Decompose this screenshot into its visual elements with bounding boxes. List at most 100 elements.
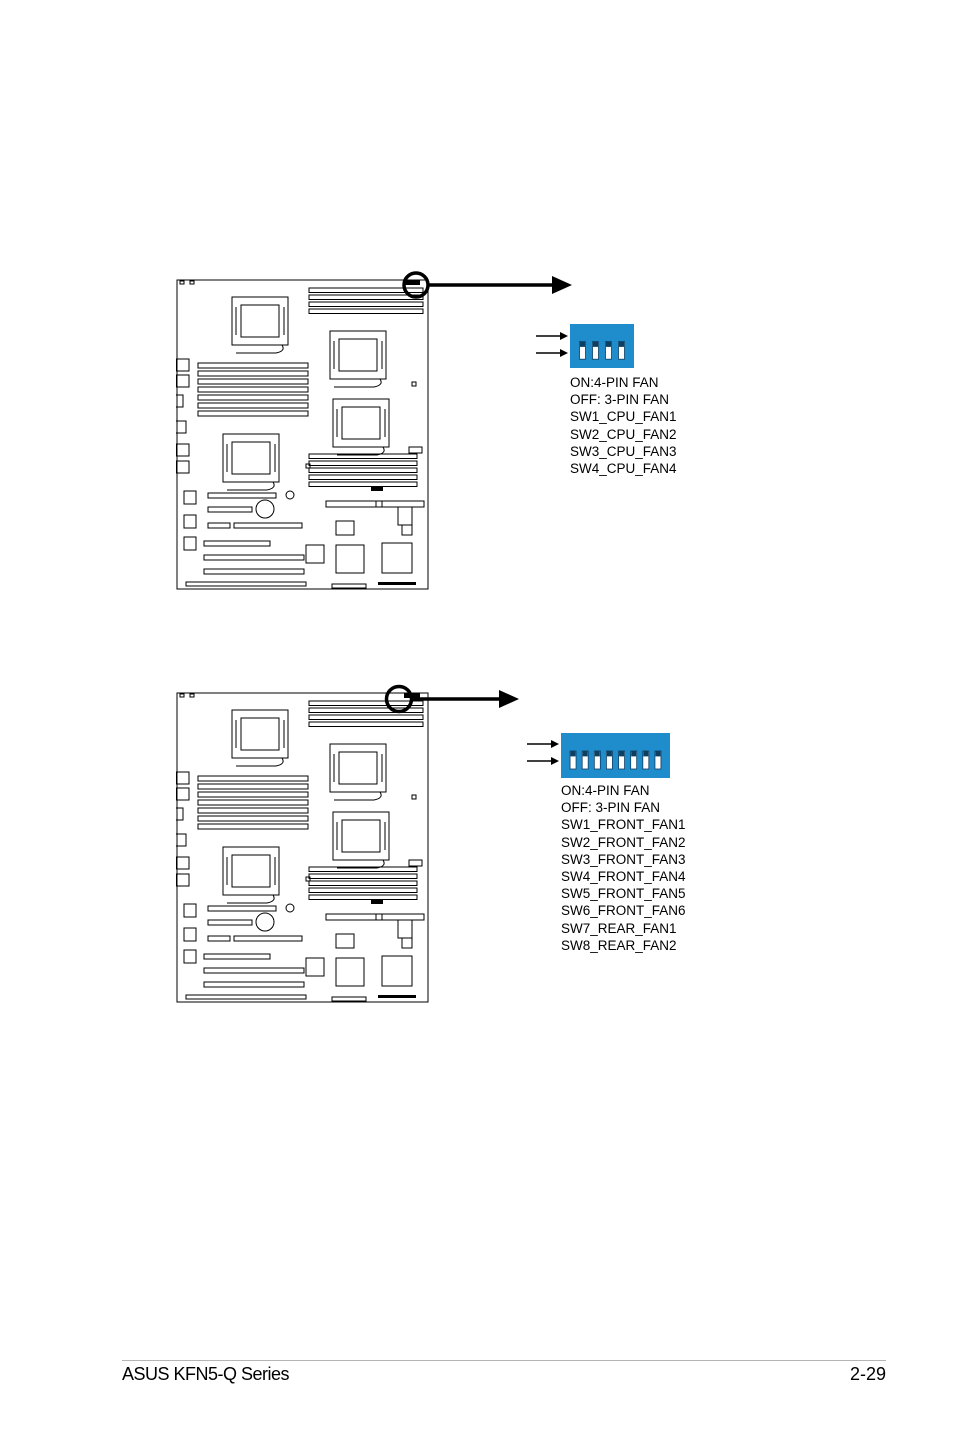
board-mark: [332, 997, 366, 1001]
board-mark: [409, 860, 422, 866]
footer-page-number: 2-29: [850, 1364, 886, 1385]
callout-arrow-2: [382, 682, 527, 718]
cpu-socket: [330, 331, 386, 379]
dip-switch-knob: [583, 751, 588, 756]
cpu-socket-inner: [339, 752, 377, 784]
chipset: [382, 543, 412, 573]
sata-connector: [376, 501, 424, 507]
board-chip: [184, 537, 196, 550]
socket-lever: [227, 895, 274, 903]
front-panel-header: [378, 995, 416, 998]
board-mark: [286, 904, 294, 912]
motherboard-layout-diagram-1: [176, 279, 430, 591]
board-mark: [190, 694, 194, 697]
dip-switch-knob: [631, 751, 636, 756]
board-mark: [409, 447, 422, 453]
cpu-socket: [330, 744, 386, 792]
switch-legend-1: ON:4-PIN FAN OFF: 3-PIN FAN SW1_CPU_FAN1…: [570, 374, 677, 477]
board-mark: [398, 920, 412, 948]
board-mark: [412, 795, 416, 799]
dip-switch-knob: [571, 751, 576, 756]
dip-switch-4pos: [570, 324, 634, 368]
legend-sw4: SW4_CPU_FAN4: [570, 460, 677, 477]
expansion-slot: [208, 523, 230, 528]
chipset: [306, 958, 324, 976]
socket-lever: [337, 409, 385, 437]
ide-connector: [326, 501, 382, 507]
board-chip: [184, 950, 196, 963]
dimm-slot: [198, 403, 308, 408]
footer-divider: [122, 1360, 886, 1361]
socket-lever: [227, 444, 275, 472]
io-port: [176, 444, 189, 456]
dimm-slot: [309, 881, 417, 886]
cpu-socket: [232, 297, 288, 345]
cpu-socket-inner: [232, 855, 270, 887]
dimm-slot: [198, 371, 308, 376]
legend-sw6: SW6_FRONT_FAN6: [561, 902, 686, 919]
dimm-slot: [198, 776, 308, 781]
chipset: [336, 521, 354, 535]
chipset: [382, 956, 412, 986]
expansion-slot: [208, 493, 276, 498]
board-mark: [286, 491, 294, 499]
dimm-slot: [198, 784, 308, 789]
dimm-slot: [198, 824, 308, 829]
on-off-pointer-arrows-1: [534, 328, 570, 362]
legend-sw3: SW3_CPU_FAN3: [570, 443, 677, 460]
dip-switch-knob: [580, 342, 585, 347]
dimm-slot: [309, 895, 417, 900]
expansion-slot: [234, 523, 302, 528]
chipset: [306, 545, 324, 563]
board-chip: [184, 515, 196, 528]
cpu-socket: [223, 434, 279, 482]
board-mark: [180, 281, 184, 284]
board-mark: [371, 900, 383, 904]
dimm-slot: [198, 379, 308, 384]
dimm-slot: [309, 309, 423, 314]
socket-lever: [337, 822, 385, 850]
motherboard-drawing: [176, 279, 430, 591]
io-port: [176, 375, 189, 387]
dip-switch-body: [561, 733, 670, 778]
cpu-socket: [223, 847, 279, 895]
cpu-socket-inner: [339, 339, 377, 371]
cpu-socket: [333, 812, 389, 860]
cpu-socket-inner: [241, 718, 279, 750]
callout-arrow-1: [400, 268, 580, 304]
legend-sw4: SW4_FRONT_FAN4: [561, 868, 686, 885]
legend-off: OFF: 3-PIN FAN: [561, 799, 686, 816]
board-mark: [332, 584, 366, 588]
dip-switch-knob: [595, 751, 600, 756]
dimm-slot: [198, 800, 308, 805]
legend-sw2: SW2_CPU_FAN2: [570, 426, 677, 443]
socket-lever: [236, 307, 284, 335]
socket-lever: [334, 754, 382, 782]
board-mark: [412, 382, 416, 386]
dimm-slot: [309, 888, 417, 893]
io-port: [176, 857, 189, 869]
dip-switch-knob: [607, 751, 612, 756]
battery: [256, 913, 274, 931]
dimm-slot: [198, 808, 308, 813]
ide-connector: [326, 914, 382, 920]
footer-product-name: ASUS KFN5-Q Series: [122, 1364, 289, 1385]
cpu-socket-inner: [342, 820, 380, 852]
expansion-slot: [204, 569, 304, 574]
expansion-slot: [208, 906, 276, 911]
socket-lever: [236, 720, 284, 748]
on-off-pointer-arrows-2: [525, 736, 561, 770]
socket-lever: [227, 482, 274, 490]
cpu-socket-inner: [241, 305, 279, 337]
io-port: [176, 461, 189, 473]
cpu-socket: [333, 399, 389, 447]
dip-switch-graphic: [570, 324, 634, 368]
dimm-slot: [198, 387, 308, 392]
dip-switch-knob: [593, 342, 598, 347]
motherboard-layout-diagram-2: [176, 692, 430, 1004]
socket-lever: [236, 345, 283, 353]
dimm-slot: [198, 816, 308, 821]
socket-lever: [334, 792, 381, 800]
legend-sw1: SW1_FRONT_FAN1: [561, 816, 686, 833]
legend-sw5: SW5_FRONT_FAN5: [561, 885, 686, 902]
